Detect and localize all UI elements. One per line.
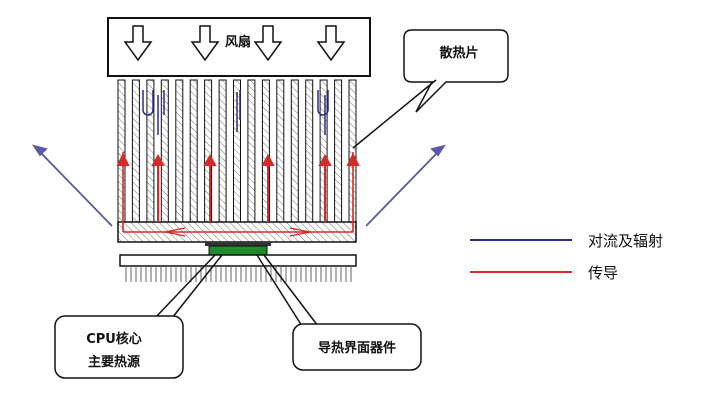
legend-item: 传导: [470, 264, 618, 282]
down-arrow-icon: [190, 25, 220, 62]
cpu-core-label: CPU核心: [86, 331, 142, 347]
heatsink-fin: [276, 79, 285, 223]
heatsink-fin: [160, 79, 169, 223]
heatsink-fin: [175, 79, 184, 223]
legend-conduction-label: 传导: [588, 264, 618, 282]
conduction-up-arrows: [116, 152, 360, 222]
heatsink-fin: [189, 79, 198, 223]
exhaust-arrow-left-icon: [31, 144, 48, 157]
legend-item: 对流及辐射: [470, 232, 663, 250]
legend: 对流及辐射 传导: [470, 232, 663, 282]
down-arrow-icon: [253, 25, 283, 62]
fan-unit: 风扇: [107, 17, 371, 77]
heatsink-fin: [305, 79, 314, 223]
down-arrow-icon: [123, 25, 153, 62]
down-arrow-icon: [316, 25, 346, 62]
fan-label: 风扇: [225, 34, 251, 50]
heatsink-fin: [290, 79, 299, 223]
cpu-package: [119, 254, 357, 267]
main-heat-source-label: 主要热源: [88, 354, 140, 370]
heatsink-fin: [334, 79, 343, 223]
exhaust-arrows: [31, 144, 447, 227]
heatsink-label: 散热片: [439, 45, 478, 61]
cpu-die: [208, 245, 268, 256]
heatsink-fin: [247, 79, 256, 223]
heatsink-fin: [131, 79, 140, 223]
tim-callout: 导热界面器件: [256, 254, 422, 371]
cpu-callout: CPU核心 主要热源: [54, 254, 223, 379]
tim-layer: [205, 242, 271, 246]
tim-label: 导热界面器件: [318, 340, 396, 356]
heatsink-fin: [218, 79, 227, 223]
heatsink-callout: 散热片: [352, 29, 509, 149]
heatsink-fin: [319, 79, 328, 223]
socket-pins: [125, 266, 352, 282]
legend-convection-label: 对流及辐射: [588, 232, 663, 250]
convection-flow: [142, 90, 329, 135]
fan-airflow-arrows: [123, 25, 346, 62]
exhaust-arrow-right-icon: [430, 144, 447, 157]
heatsink-fin: [117, 79, 126, 223]
